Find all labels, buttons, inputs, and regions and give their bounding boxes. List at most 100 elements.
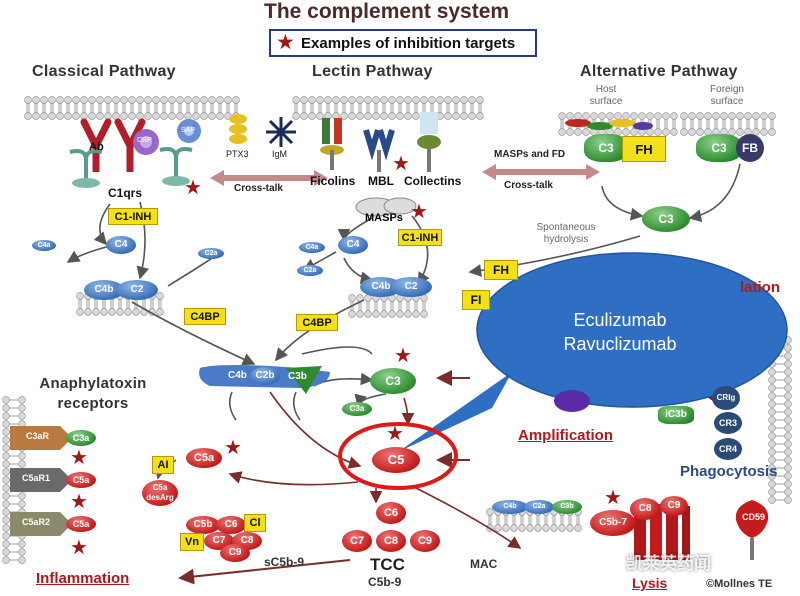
crp-label: CRP [137,137,152,144]
mac-pore [634,500,769,560]
c4-lectin: C4 [338,236,368,254]
c4b-classical: C4b [84,280,124,300]
host-surface-markers [565,119,653,130]
c5-central: C5 [372,447,420,473]
c1-inh-lectin: C1-INH [398,229,442,246]
c1q-bouquet-icon [69,147,193,188]
callout-drug-2: Ravuclizumab [563,334,677,354]
watermark: 凯莱英药闻 [626,554,711,573]
c2-lectin: C2 [390,277,432,297]
c3a-ligand: C3a [66,430,96,446]
c5ar1-label: C5aR1 [22,473,51,483]
masps-fd-label: MASPs and FD [494,149,566,160]
c6-tcc: C6 [376,502,406,524]
c4-classical: C4 [106,236,136,254]
c5b-terminal: C5b [186,516,220,534]
c2a-lysis: C2a [524,500,554,514]
spontaneous-hydrolysis-label: Spontaneous hydrolysis [536,222,596,245]
c4b-convertase: C4b [228,370,247,381]
callout-bubble [398,252,788,452]
star-icon: ★ [392,153,410,175]
mbl-icon [363,129,395,172]
lectin-pathway-heading: Lectin Pathway [312,63,433,80]
c2a-lectin: C2a [297,265,323,276]
c4a-classical: C4a [32,240,56,251]
c3-central: C3 [370,368,416,394]
c9-tcc: C9 [410,530,440,552]
star-icon: ★ [184,177,202,199]
c3ar-label: C3aR [26,431,50,441]
c4bp-lectin: C4BP [296,314,338,331]
ptx3-icon [229,114,247,144]
collectins-label: Collectins [404,174,462,188]
anaphylatoxin-heading: Anaphylatoxin receptors [39,375,147,412]
credit-label: ©Mollnes TE [706,578,773,590]
igm-icon [266,117,296,147]
c3-fluid: C3 [642,206,690,232]
ficolins-label: Ficolins [310,174,356,188]
collectin-icon [417,112,441,172]
star-icon: ★ [604,487,622,509]
c5a-desarg: C5a desArg [142,480,178,506]
c1qrs-label: C1qrs [108,186,143,200]
alternative-pathway-heading: Alternative Pathway [580,63,738,80]
c8-tcc: C8 [376,530,406,552]
crp-icon [133,129,159,155]
mbl-label: MBL [368,174,394,188]
fh-fluid: FH [484,260,518,280]
tcc-subtitle: C5b-9 [368,575,402,589]
callout-drug-1: Eculizumab [573,310,667,330]
ab-label: Ab [89,141,104,153]
tcc-label: TCC [370,555,405,574]
c7-tcc: C7 [342,530,372,552]
ptx3-label: PTX3 [226,149,249,159]
diagram-title: The complement system [264,0,510,23]
masps-icon [355,197,417,217]
crig-receptor: CRIg [712,386,740,410]
sc5b9-label: sC5b-9 [264,555,305,569]
vitronectin-label: Vn [180,533,204,551]
c5ar2-label: C5aR2 [22,517,51,527]
c3-foreign: C3 [696,134,742,162]
cr3-receptor: CR3 [714,412,742,434]
mac-label: MAC [470,557,498,571]
cr4-receptor: CR4 [714,438,742,460]
star-icon: ★ [276,31,295,54]
foreign-surface-label: Foreign surface [710,84,744,107]
c5-highlight-ring [338,422,458,490]
anaphylatoxin-receptor-shapes [10,426,72,536]
star-icon: ★ [410,201,428,223]
c8-lysis: C8 [630,498,660,520]
c9-lysis: C9 [660,496,688,516]
fh-host: FH [622,136,666,162]
c4a-lectin: C4a [299,242,325,253]
membrane-layer [2,96,792,564]
c4bp-classical: C4BP [184,308,226,325]
star-icon: ★ [70,491,88,513]
cross-talk-arrow [210,164,600,186]
cd59-label: CD59 [742,512,766,522]
legend-label: Examples of inhibition targets [301,35,516,52]
c3a-central: C3a [342,402,372,416]
c3b-lysis: C3b [552,500,582,514]
sap-icon [177,119,201,143]
c9-terminal: C9 [220,544,250,562]
sap-label: SAP [181,127,196,134]
c1-inh-classical: C1-INH [108,208,158,225]
masps-label: MASPs [365,212,403,224]
cross-talk-label-left: Cross-talk [234,183,283,194]
callout-text: Eculizumab Ravuclizumab [530,308,710,356]
convertase-purple-marker [554,390,590,412]
ai-inactivator: AI [152,456,174,474]
ficolin-icon [320,118,344,170]
star-icon: ★ [70,537,88,559]
classical-pathway-heading: Classical Pathway [32,63,176,80]
host-surface-label: Host surface [589,84,623,107]
star-icon: ★ [386,423,404,445]
clusterin-label: Cl [244,514,266,532]
igm-label: IgM [272,149,288,159]
c2b-convertase: C2b [250,367,280,385]
c5b7-lysis: C5b-7 [590,510,636,536]
